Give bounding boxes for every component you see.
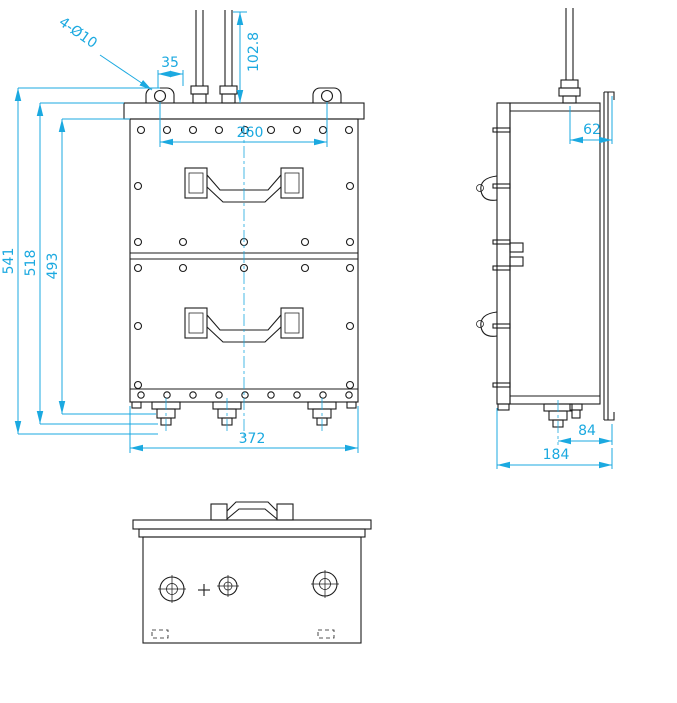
screws-bottom-row	[137, 391, 353, 399]
foot-left	[131, 401, 142, 409]
bottom-body	[142, 536, 362, 644]
cable-right	[219, 10, 238, 104]
dim-84-label: 84	[578, 423, 596, 439]
side-screw-ticks	[492, 127, 511, 388]
foot-right	[346, 401, 357, 409]
latch-upper	[476, 175, 498, 201]
cable-gland	[562, 95, 577, 104]
dim-518-label: 518	[23, 250, 39, 277]
mounting-hole	[153, 89, 167, 103]
side-flange	[496, 102, 511, 405]
dim-372-label: 372	[239, 431, 266, 447]
latch-lower	[476, 311, 498, 337]
side-cable	[558, 8, 581, 104]
hinge-block	[509, 242, 524, 253]
foot	[151, 629, 169, 639]
cable-gland	[219, 85, 238, 95]
mounting-ear-right	[312, 87, 342, 103]
side-foot	[497, 403, 510, 411]
hole-callout-label: 4-Ø10	[56, 14, 100, 52]
dim-35-label: 35	[161, 55, 179, 71]
connector-left	[158, 575, 186, 603]
side-view	[476, 8, 615, 428]
cable-gland	[221, 93, 236, 104]
side-dimensions: 62 84 184	[496, 96, 613, 469]
hinge-block	[509, 256, 524, 267]
dim-62-label: 62	[583, 122, 601, 138]
cable-gland	[558, 87, 581, 97]
mounting-hole	[320, 89, 334, 103]
bottom-handle	[210, 501, 294, 521]
center-mark	[198, 584, 210, 596]
bottom-view	[132, 501, 372, 644]
dim-260-label: 260	[237, 125, 264, 141]
screws-left-column	[133, 181, 143, 390]
cable-gland	[192, 93, 207, 104]
cable-gland	[190, 85, 209, 95]
foot	[317, 629, 335, 639]
cable-left	[190, 10, 209, 104]
side-bracket	[603, 91, 615, 421]
dim-493-label: 493	[45, 253, 61, 280]
front-dimensions: 4-Ø10 35 102.8 260 541 518 493 3	[1, 11, 359, 453]
connector-middle	[217, 575, 239, 597]
leader-line	[99, 54, 153, 91]
dim-184-label: 184	[543, 447, 570, 463]
mounting-ear-left	[145, 87, 175, 103]
side-body	[509, 102, 601, 405]
side-bottom-gland	[543, 403, 583, 428]
bottom-flange	[132, 519, 372, 530]
bottom-flange-inner	[138, 528, 366, 538]
screws-top-row	[136, 125, 354, 135]
dim-102-8-label: 102.8	[246, 32, 262, 72]
screws-right-column	[345, 181, 355, 390]
connector-right	[311, 570, 339, 598]
cable-gland	[560, 79, 579, 89]
dim-541-label: 541	[1, 248, 17, 275]
